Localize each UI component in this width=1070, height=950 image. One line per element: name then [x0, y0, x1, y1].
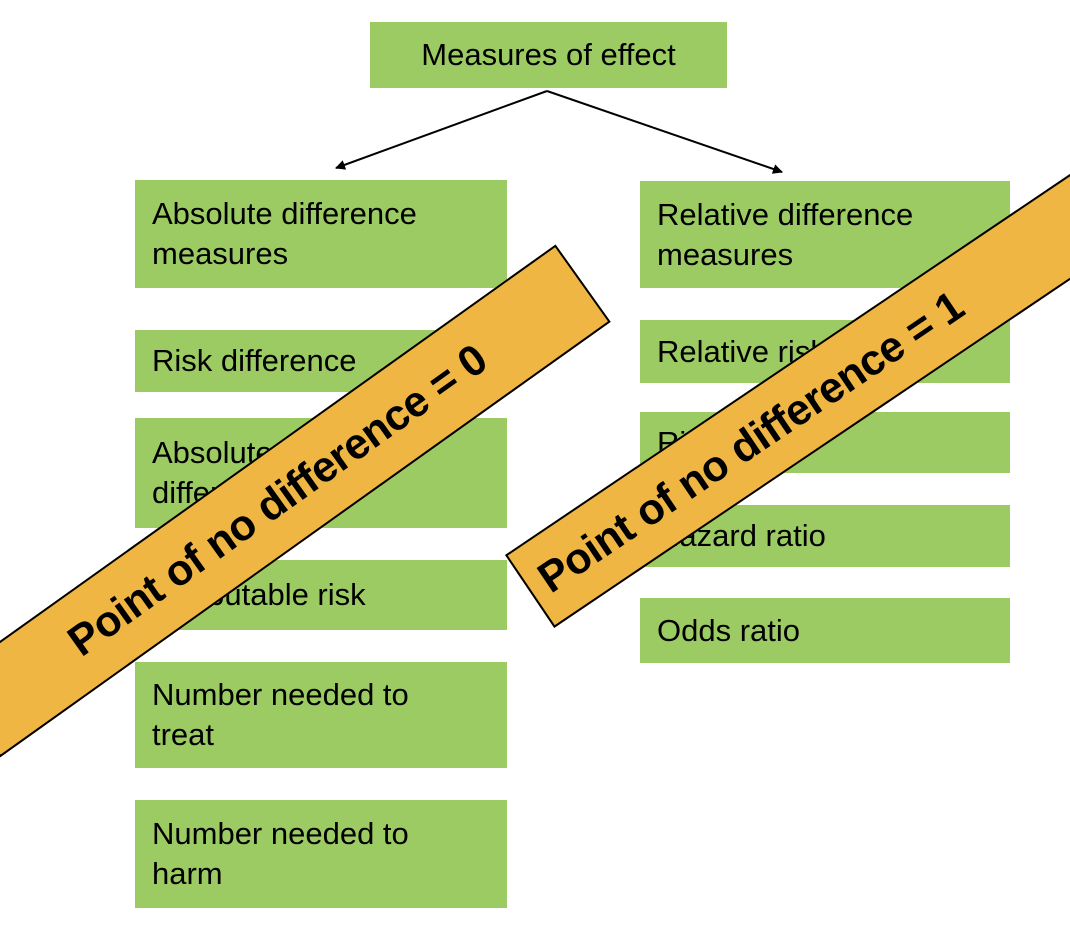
- box-odds-ratio: Odds ratio: [640, 598, 1010, 663]
- root-box-measures-of-effect: Measures of effect: [370, 22, 727, 88]
- box-number-needed-to-treat: Number needed to treat: [135, 662, 507, 768]
- box-hazard-ratio: Hazard ratio: [640, 505, 1010, 567]
- left-column-header-absolute-difference-measures: Absolute difference measures: [135, 180, 507, 288]
- arrow-to-absolute: [335, 90, 548, 170]
- arrow-to-relative: [546, 90, 783, 174]
- box-number-needed-to-harm: Number needed to harm: [135, 800, 507, 908]
